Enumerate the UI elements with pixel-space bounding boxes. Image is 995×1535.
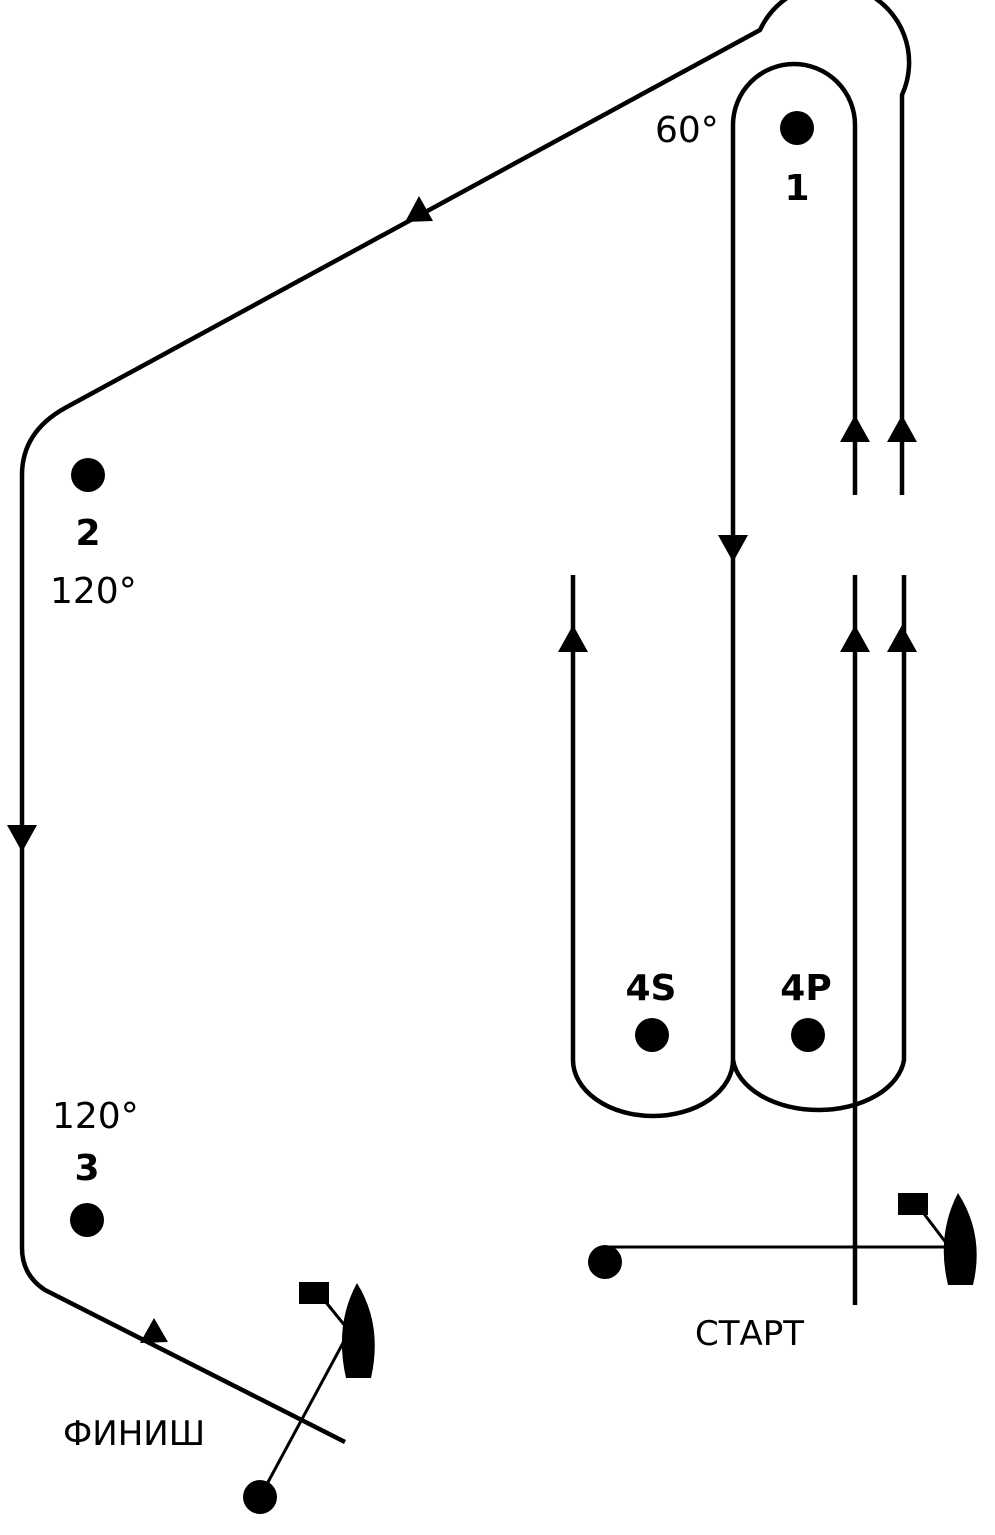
mark-4s <box>635 1018 669 1052</box>
mark-4p <box>791 1018 825 1052</box>
mark-2-label: 2 <box>75 513 100 554</box>
start-pin-mark <box>588 1245 622 1279</box>
arrow-up-icon <box>840 415 870 442</box>
arrow-up-icon <box>558 625 588 652</box>
committee-boat-finish-icon <box>299 1282 375 1378</box>
mark-1 <box>780 111 814 145</box>
mark-1-label: 1 <box>784 168 809 209</box>
mark-3-angle: 120° <box>52 1096 139 1137</box>
arrow-right-icon <box>140 1318 168 1343</box>
finish-label: ФИНИШ <box>63 1414 205 1454</box>
finish-pin-mark <box>243 1480 277 1514</box>
gate-loop-4p <box>730 575 907 1113</box>
arrow-down-icon <box>7 825 37 852</box>
mark-4p-label: 4P <box>780 968 831 1009</box>
arrow-up-icon <box>840 625 870 652</box>
mark-3 <box>70 1203 104 1237</box>
course-outer-leg <box>19 0 912 1445</box>
finish-line <box>258 1329 352 1498</box>
arrow-up-icon <box>887 625 917 652</box>
arrow-up-icon <box>887 415 917 442</box>
course-beat-loop <box>730 61 858 1060</box>
gate-loop-4s <box>570 575 736 1119</box>
mark-4s-label: 4S <box>626 968 677 1009</box>
arrow-left-icon <box>405 196 433 222</box>
mark-2 <box>71 458 105 492</box>
arrow-down-icon <box>718 535 748 562</box>
mark-2-angle: 120° <box>50 571 137 612</box>
committee-boat-start-icon <box>898 1193 977 1285</box>
start-label: СТАРТ <box>695 1314 804 1354</box>
mark-3-label: 3 <box>74 1148 99 1189</box>
mark-1-angle: 60° <box>655 110 719 151</box>
